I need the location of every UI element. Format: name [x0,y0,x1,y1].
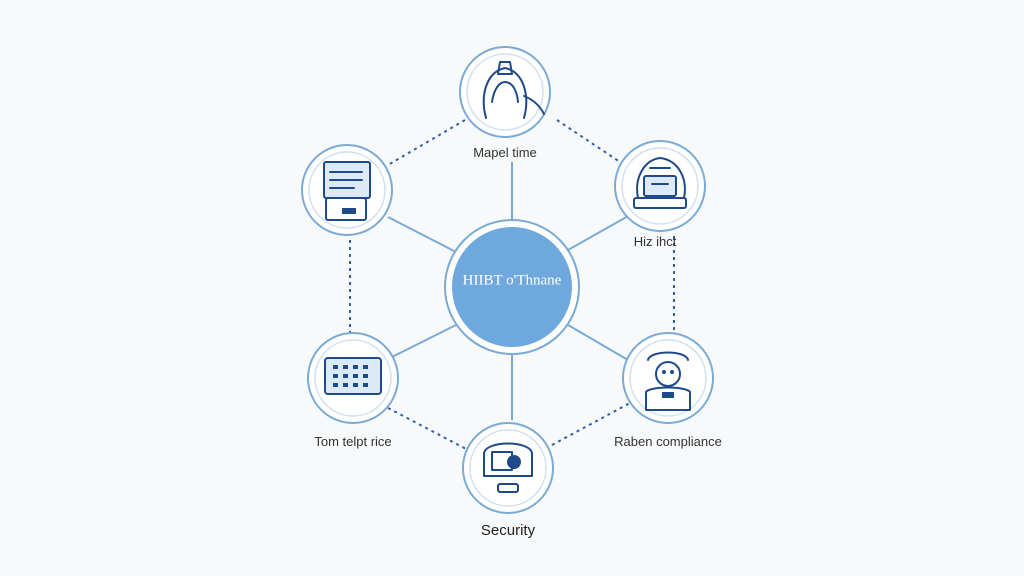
machine-icon [633,157,687,209]
center-label: HIIBT o'Thnane [462,272,562,289]
node-bottom[interactable] [462,422,554,514]
node-upper-left[interactable] [301,144,393,236]
monitor-icon [483,442,533,493]
person-icon [482,61,545,119]
node-upper-right[interactable] [614,140,706,232]
node-lower-left-label: Tom telpt rice [314,434,392,449]
inspector-icon [645,351,691,411]
center-hub[interactable] [444,219,580,355]
node-lower-left[interactable] [307,332,399,424]
node-lower-right[interactable] [622,332,714,424]
node-top-label: Mapel time [473,145,537,160]
node-upper-right-label: Hiz ihct [633,234,677,249]
grid-table-icon [324,357,382,395]
node-lower-right-label: Raben compliance [614,434,722,449]
document-icon [323,161,371,221]
dashed-connectors [349,119,675,451]
node-top[interactable] [459,46,551,138]
node-bottom-label: Security [480,522,536,539]
